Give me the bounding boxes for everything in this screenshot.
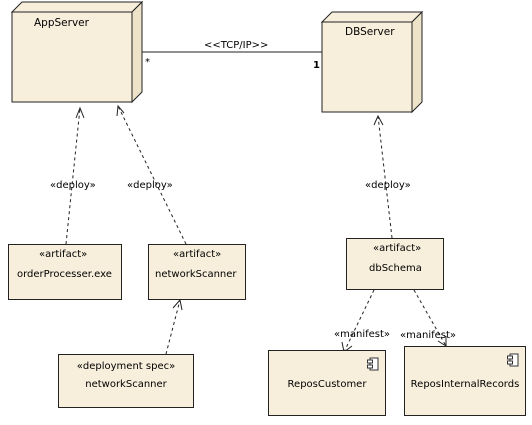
app-server-node[interactable] — [10, 0, 144, 104]
artifact-stereotype: «artifact» — [373, 243, 422, 254]
manifest-dependency-repos-internal — [413, 289, 447, 347]
component-name: ReposCustomer — [287, 379, 367, 390]
association-label: <<TCP/IP>> — [204, 40, 269, 51]
app-server-title: AppServer — [34, 17, 89, 29]
db-server-multiplicity: 1 — [313, 60, 320, 71]
component-icon — [367, 357, 379, 371]
component-repos-internal-records[interactable]: ReposInternalRecords — [404, 346, 526, 416]
arrowhead-icon — [373, 114, 384, 126]
component-repos-customer[interactable]: ReposCustomer — [268, 350, 386, 416]
artifact-stereotype: «artifact» — [173, 249, 222, 260]
deploy-label: «deploy» — [127, 180, 173, 191]
component-name: ReposInternalRecords — [410, 379, 520, 390]
deployment-spec-network-scanner[interactable]: «deployment spec» networkScanner — [58, 354, 194, 408]
deploy-dependency-order-processor — [65, 107, 81, 245]
deployment-spec-stereotype: «deployment spec» — [76, 361, 176, 372]
artifact-name: networkScanner — [155, 269, 237, 280]
arrowhead-icon — [116, 104, 125, 117]
db-server-title: DBServer — [345, 26, 395, 38]
deployment-spec-name: networkScanner — [85, 379, 167, 390]
artifact-name: orderProcesser.exe — [17, 269, 112, 280]
arrowhead-icon — [75, 106, 85, 119]
manifest-label: «manifest» — [400, 330, 457, 341]
artifact-order-processor[interactable]: «artifact» orderProcesser.exe — [8, 244, 122, 300]
deploy-dependency-network-scanner — [117, 105, 187, 245]
spec-dependency-line — [165, 299, 181, 355]
deploy-dependency-db-schema — [377, 115, 393, 239]
deploy-label: «deploy» — [50, 180, 96, 191]
component-icon — [507, 353, 519, 367]
artifact-db-schema[interactable]: «artifact» dbSchema — [346, 238, 444, 290]
arrowhead-icon — [172, 298, 183, 311]
db-server-node[interactable] — [320, 10, 424, 114]
manifest-dependency-repos-customer — [343, 289, 375, 353]
app-server-multiplicity: * — [145, 57, 150, 68]
deploy-label: «deploy» — [365, 180, 411, 191]
artifact-name: dbSchema — [369, 263, 422, 274]
artifact-stereotype: «artifact» — [39, 249, 88, 260]
artifact-network-scanner[interactable]: «artifact» networkScanner — [148, 244, 246, 300]
manifest-label: «manifest» — [334, 329, 391, 340]
